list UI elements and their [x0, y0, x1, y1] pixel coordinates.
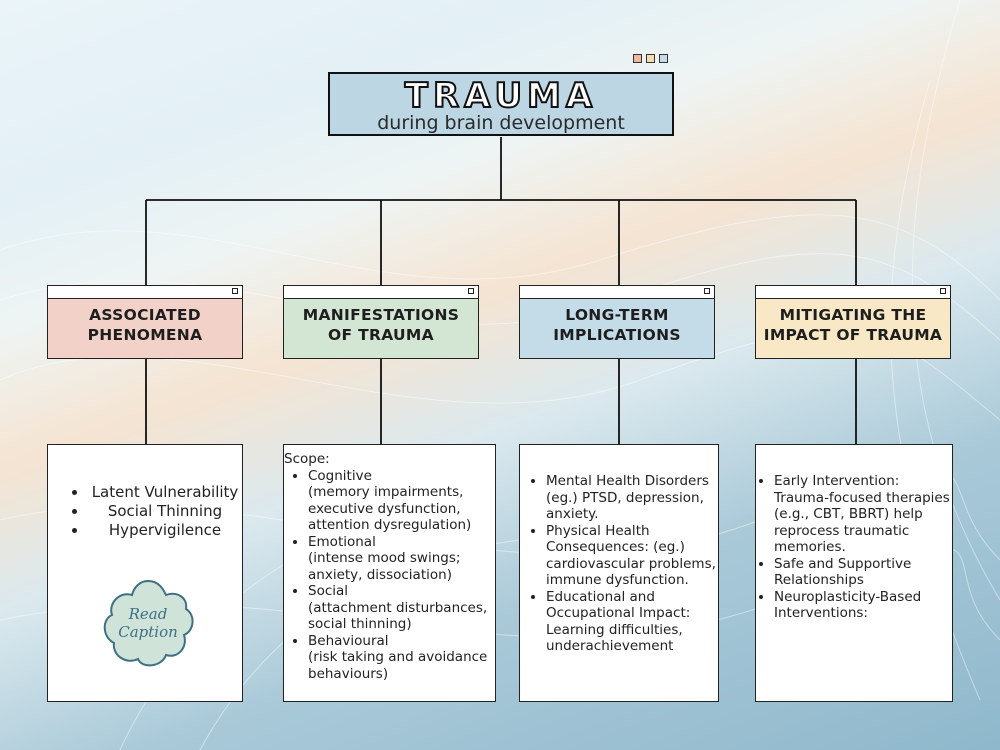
detail-manifestations: Scope: Cognitive (memory impairments, ex… — [283, 444, 496, 702]
list-item-sub: (intense mood swings; anxiety, dissociat… — [308, 550, 461, 583]
flower-badge-icon — [103, 579, 194, 667]
list-item: Behavioural (risk taking and avoidance b… — [308, 633, 495, 683]
detail-mitigating: Early Intervention: Trauma-focused thera… — [755, 444, 953, 702]
list-item-head: Cognitive — [308, 467, 372, 484]
window-square-icon — [704, 288, 710, 294]
list-item: Neuroplasticity-Based Interventions: — [774, 589, 952, 622]
category-associated-phenomena: ASSOCIATED PHENOMENA — [47, 285, 243, 359]
detail-list: Early Intervention: Trauma-focused thera… — [756, 473, 952, 622]
window-bar — [284, 286, 478, 299]
window-bar — [48, 286, 242, 299]
category-label-line: MITIGATING THE — [779, 306, 927, 324]
page-title: TRAUMA — [404, 76, 598, 116]
detail-list: Mental Health Disorders (eg.) PTSD, depr… — [520, 473, 718, 655]
category-label-line: IMPLICATIONS — [553, 326, 681, 344]
list-item-sub: (risk taking and avoidance behaviours) — [308, 649, 488, 682]
list-item-head: Social — [308, 583, 349, 599]
list-item: Latent Vulnerability — [88, 483, 242, 502]
list-item-head: Emotional — [308, 533, 376, 550]
category-manifestations: MANIFESTATIONS OF TRAUMA — [283, 285, 479, 359]
category-label-line: LONG-TERM — [565, 306, 669, 324]
window-bar — [756, 286, 950, 299]
category-label-line: MANIFESTATIONS — [302, 306, 460, 324]
category-label: MITIGATING THE IMPACT OF TRAUMA — [756, 299, 950, 345]
read-caption-badge: Read Caption — [100, 575, 196, 676]
window-bar — [520, 286, 714, 299]
category-label: ASSOCIATED PHENOMENA — [48, 299, 242, 345]
list-item: Educational and Occupational Impact: Lea… — [546, 589, 718, 655]
category-label-line: PHENOMENA — [87, 326, 203, 344]
list-item: Social Thinning — [88, 502, 242, 521]
category-mitigating: MITIGATING THE IMPACT OF TRAUMA — [755, 285, 951, 359]
detail-list: Latent Vulnerability Social Thinning Hyp… — [48, 483, 242, 540]
badge-line: Read — [128, 605, 168, 623]
dot-icon-3 — [659, 54, 668, 63]
category-label-line: ASSOCIATED — [89, 306, 201, 324]
list-item: Social (attachment disturbances, social … — [308, 583, 495, 633]
category-label: LONG-TERM IMPLICATIONS — [520, 299, 714, 345]
window-square-icon — [940, 288, 946, 294]
list-item-head: Behavioural — [308, 632, 389, 649]
category-label-line: OF TRAUMA — [328, 326, 434, 344]
list-item: Mental Health Disorders (eg.) PTSD, depr… — [546, 473, 718, 523]
badge-line: Caption — [118, 623, 178, 641]
category-label-line: IMPACT OF TRAUMA — [763, 326, 943, 344]
category-label: MANIFESTATIONS OF TRAUMA — [284, 299, 478, 345]
list-item: Physical Health Consequences: (eg.) card… — [546, 523, 718, 589]
category-long-term-implications: LONG-TERM IMPLICATIONS — [519, 285, 715, 359]
list-item: Safe and Supportive Relationships — [774, 556, 952, 589]
page-subtitle: during brain development — [377, 112, 625, 134]
list-item: Emotional (intense mood swings; anxiety,… — [308, 534, 495, 584]
list-item-sub: (attachment disturbances, social thinnin… — [308, 599, 488, 633]
dot-icon-2 — [646, 54, 655, 63]
list-item: Hypervigilence — [88, 521, 242, 540]
window-dots — [633, 54, 668, 63]
detail-long-term-implications: Mental Health Disorders (eg.) PTSD, depr… — [519, 444, 719, 702]
window-square-icon — [232, 288, 238, 294]
scope-label: Scope: — [284, 451, 330, 467]
window-square-icon — [468, 288, 474, 294]
list-item: Cognitive (memory impairments, executive… — [308, 468, 495, 534]
title-box: TRAUMA during brain development — [328, 72, 674, 136]
list-item-sub: (memory impairments, executive dysfuncti… — [308, 484, 472, 533]
dot-icon-1 — [633, 54, 642, 63]
detail-associated-phenomena: Latent Vulnerability Social Thinning Hyp… — [47, 444, 243, 702]
detail-list: Cognitive (memory impairments, executive… — [284, 468, 495, 683]
list-item: Early Intervention: Trauma-focused thera… — [774, 473, 952, 556]
